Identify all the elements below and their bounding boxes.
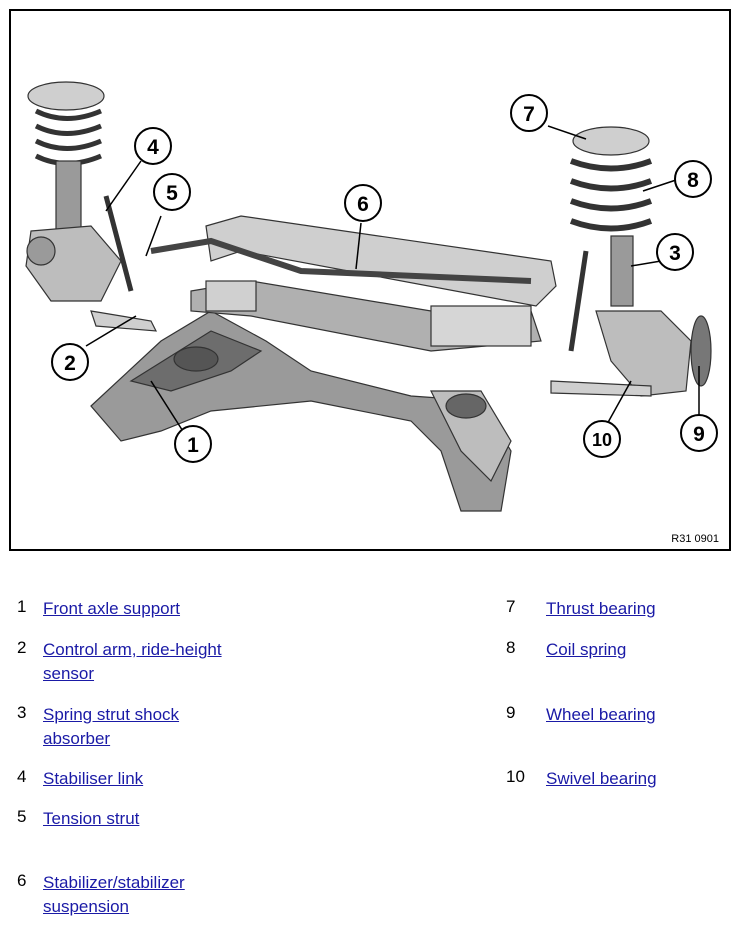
svg-text:1: 1 — [187, 434, 199, 457]
svg-text:6: 6 — [357, 193, 369, 216]
stabilizer-bar-shape — [150, 215, 557, 307]
legend-number: 10 — [506, 767, 525, 786]
legend-item-1: 1 Front axle support — [17, 597, 243, 621]
link-coil-spring[interactable]: Coil spring — [546, 640, 627, 659]
link-tension-strut[interactable]: Tension strut — [43, 809, 140, 828]
link-swivel-bearing[interactable]: Swivel bearing — [546, 769, 657, 788]
legend-item-3: 3 Spring strut shock absorber — [17, 703, 203, 751]
legend-item-10: 10 Swivel bearing — [506, 767, 726, 791]
link-control-arm[interactable]: Control arm, ride-height sensor — [43, 640, 222, 683]
callout-5: 5 — [153, 173, 191, 211]
callout-9: 9 — [680, 414, 718, 452]
legend-number: 4 — [17, 767, 27, 786]
svg-text:4: 4 — [147, 136, 159, 159]
legend-number: 8 — [506, 638, 516, 657]
link-wheel-bearing[interactable]: Wheel bearing — [546, 705, 656, 724]
left-strut-shape — [25, 81, 158, 332]
legend-item-6: 6 Stabilizer/stabilizer suspension — [17, 871, 213, 919]
axle-illustration: 1 2 3 4 5 6 7 8 — [25, 81, 718, 512]
callout-6: 6 — [344, 184, 382, 222]
link-spring-strut[interactable]: Spring strut shock absorber — [43, 705, 180, 748]
link-front-axle-support[interactable]: Front axle support — [43, 599, 181, 618]
legend-number: 3 — [17, 703, 27, 722]
svg-text:7: 7 — [523, 103, 535, 126]
svg-text:8: 8 — [687, 169, 699, 192]
callout-3: 3 — [656, 233, 694, 271]
callout-2: 2 — [51, 343, 89, 381]
legend-number: 7 — [506, 597, 516, 616]
callout-4: 4 — [134, 127, 172, 165]
callout-8: 8 — [674, 160, 712, 198]
callout-10: 10 — [583, 420, 621, 458]
front-axle-diagram: 1 2 3 4 5 6 7 8 — [9, 9, 731, 551]
link-thrust-bearing[interactable]: Thrust bearing — [546, 599, 656, 618]
legend-item-9: 9 Wheel bearing — [506, 703, 726, 727]
svg-text:3: 3 — [669, 242, 681, 265]
legend-number: 6 — [17, 871, 27, 890]
legend-number: 2 — [17, 638, 27, 657]
legend-item-7: 7 Thrust bearing — [506, 597, 726, 621]
front-axle-support-shape — [90, 310, 512, 512]
figure-reference: R31 0901 — [671, 533, 719, 545]
legend-item-8: 8 Coil spring — [506, 638, 726, 662]
right-strut-shape — [550, 126, 712, 397]
svg-text:5: 5 — [166, 182, 178, 205]
link-stabilizer-suspension[interactable]: Stabilizer/stabilizer suspension — [43, 873, 185, 916]
svg-text:2: 2 — [64, 352, 76, 375]
callout-7: 7 — [510, 94, 548, 132]
steering-rack-shape — [190, 280, 542, 352]
legend-number: 9 — [506, 703, 516, 722]
legend-item-4: 4 Stabiliser link — [17, 767, 243, 791]
leader-lines — [85, 125, 700, 437]
legend-item-5: 5 Tension strut — [17, 807, 243, 831]
legend-number: 1 — [17, 597, 27, 616]
svg-text:10: 10 — [592, 430, 612, 450]
callout-1: 1 — [174, 425, 212, 463]
legend-number: 5 — [17, 807, 27, 826]
legend-item-2: 2 Control arm, ride-height sensor — [17, 638, 248, 686]
link-stabiliser-link[interactable]: Stabiliser link — [43, 769, 144, 788]
svg-text:9: 9 — [693, 423, 705, 446]
